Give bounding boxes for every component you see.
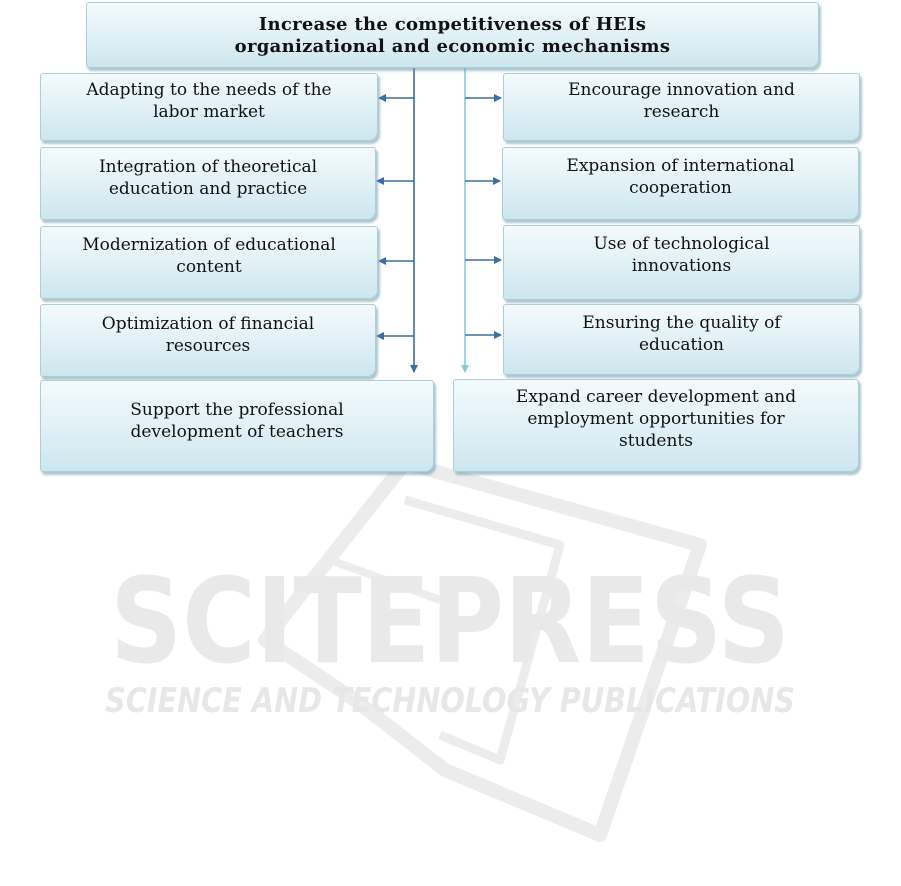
left-box-text: labor market (153, 102, 265, 122)
header-line-2: organizational and economic mechanisms (234, 36, 671, 57)
header-box: Increase the competitiveness of HEIs org… (86, 2, 819, 68)
left-box-labor-market: Adapting to the needs of the labor marke… (40, 73, 378, 141)
right-box-text: Expansion of international (566, 156, 795, 176)
left-box-financial-resources: Optimization of financial resources (40, 304, 376, 377)
left-box-text: Support the professional (130, 400, 344, 420)
right-box-international-cooperation: Expansion of international cooperation (502, 147, 859, 220)
left-connector (376, 68, 418, 373)
right-box-text: innovations (631, 256, 732, 276)
right-box-text: Expand career development and (515, 387, 797, 407)
watermark-title: SCITEPRESS (110, 552, 790, 690)
right-box-text: employment opportunities for (527, 409, 785, 429)
right-box-text: Encourage innovation and (568, 80, 795, 100)
right-box-text: Use of technological (593, 234, 770, 254)
left-box-text: Modernization of educational (82, 235, 336, 255)
left-box-text: resources (165, 336, 251, 356)
right-box-career-development: Expand career development and employment… (453, 379, 859, 472)
left-box-text: Adapting to the needs of the (86, 80, 332, 100)
right-box-text: Ensuring the quality of (582, 313, 781, 333)
right-box-technological-innovations: Use of technological innovations (503, 225, 860, 300)
left-box-text: education and practice (108, 179, 308, 199)
right-box-text: education (639, 335, 724, 355)
left-box-educational-content: Modernization of educational content (40, 226, 378, 299)
watermark-subtitle: SCIENCE AND TECHNOLOGY PUBLICATIONS (105, 681, 795, 721)
right-box-text: research (643, 102, 720, 122)
right-box-education-quality: Ensuring the quality of education (503, 304, 860, 375)
right-box-innovation-research: Encourage innovation and research (503, 73, 860, 141)
header-line-1: Increase the competitiveness of HEIs (258, 14, 647, 35)
left-box-text: content (176, 257, 242, 277)
left-box-theory-practice: Integration of theoretical education and… (40, 147, 376, 220)
right-branch-arrows (465, 94, 502, 339)
left-box-teacher-development: Support the professional development of … (40, 380, 434, 472)
left-box-text: Integration of theoretical (98, 157, 318, 177)
left-box-text: Optimization of financial (101, 314, 315, 334)
right-box-text: cooperation (629, 178, 732, 198)
right-box-text: students (619, 431, 693, 451)
left-box-text: development of teachers (130, 422, 344, 442)
watermark-book-icon (258, 456, 707, 842)
